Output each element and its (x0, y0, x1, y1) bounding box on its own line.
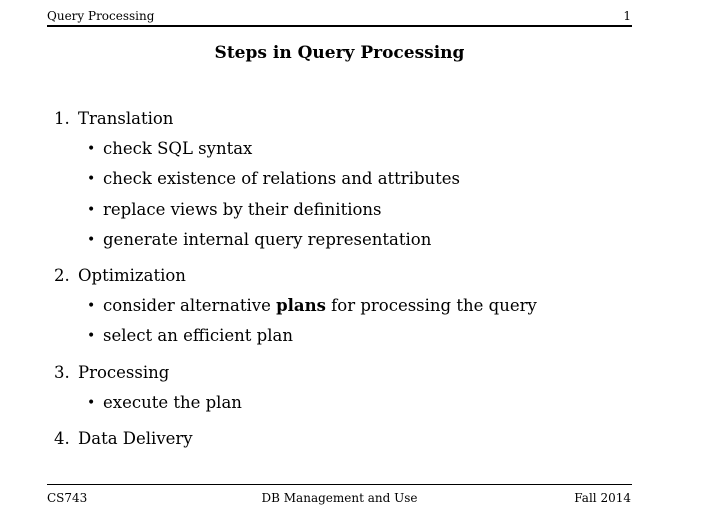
bullet-text: replace views by their definitions (103, 199, 382, 219)
bullet-text: select an efficient plan (103, 326, 293, 346)
slide-title: Steps in Query Processing (214, 43, 465, 63)
bullet-text-emphasis: plans (276, 296, 326, 316)
steps-list: 1. Translation • check SQL syntax • chec… (54, 108, 654, 458)
optimization-bullets: • consider alternative plans for process… (54, 295, 654, 356)
footer-course-title: DB Management and Use (261, 491, 418, 505)
step-processing: 3. Processing (54, 362, 654, 392)
bullet-icon: • (87, 201, 96, 218)
bullet-text: consider alternative plans for processin… (103, 296, 537, 315)
bullet-icon: • (87, 328, 96, 345)
list-item: • check existence of relations and attri… (54, 168, 654, 198)
bullet-text-post: for processing the query (325, 296, 537, 316)
translation-bullets: • check SQL syntax • check existence of … (54, 138, 654, 259)
list-item: • execute the plan (54, 392, 654, 422)
list-item: • select an efficient plan (54, 325, 654, 355)
page-header: Query Processing 1 (47, 8, 632, 27)
bullet-text: generate internal query representation (103, 229, 432, 249)
step-number: 1. (54, 109, 70, 128)
step-number: 4. (54, 429, 70, 449)
list-item: • replace views by their definitions (54, 199, 654, 229)
bullet-icon: • (87, 298, 96, 315)
step-data-delivery: 4. Data Delivery (54, 428, 654, 458)
bullet-icon: • (87, 141, 96, 157)
list-item: • generate internal query representation (54, 229, 654, 259)
step-number: 2. (54, 266, 70, 286)
page-number: 1 (623, 9, 631, 23)
bullet-text: check existence of relations and attribu… (103, 169, 461, 189)
page-footer: CS743 DB Management and Use Fall 2014 (47, 484, 632, 505)
step-label: Translation (78, 109, 174, 128)
step-optimization: 2. Optimization (54, 265, 654, 295)
step-label: Optimization (78, 266, 186, 286)
step-label: Data Delivery (78, 429, 193, 449)
footer-course: CS743 (47, 491, 88, 505)
bullet-icon: • (87, 231, 96, 248)
footer-term: Fall 2014 (574, 491, 631, 505)
step-label: Processing (78, 362, 170, 382)
step-translation: 1. Translation (54, 108, 654, 138)
bullet-icon: • (87, 394, 96, 411)
bullet-text: execute the plan (103, 392, 242, 412)
bullet-text: check SQL syntax (103, 139, 253, 158)
bullet-text-pre: consider alternative (103, 296, 277, 316)
header-section-title: Query Processing (47, 9, 155, 23)
step-number: 3. (54, 362, 70, 382)
list-item: • consider alternative plans for process… (54, 295, 654, 325)
list-item: • check SQL syntax (54, 138, 654, 168)
bullet-icon: • (87, 171, 96, 188)
processing-bullets: • execute the plan (54, 392, 654, 422)
